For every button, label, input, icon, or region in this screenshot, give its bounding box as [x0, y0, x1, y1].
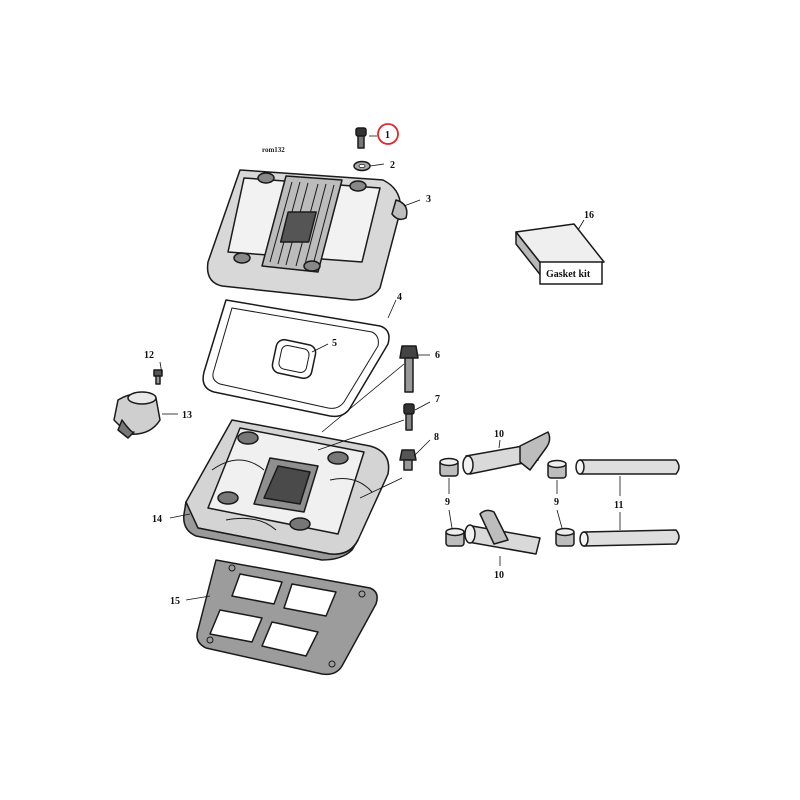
callout-2[interactable]: 2: [390, 160, 395, 171]
callout-8[interactable]: 8: [434, 432, 439, 443]
callout-15[interactable]: 15: [170, 596, 180, 607]
callout-6[interactable]: 6: [435, 350, 440, 361]
part-13-breather-cap[interactable]: [113, 391, 161, 439]
callout-11[interactable]: 11: [614, 500, 623, 511]
part-9-bushing-upper-left[interactable]: [439, 457, 459, 477]
callout-16[interactable]: 16: [584, 210, 594, 221]
leader-lines: [159, 135, 621, 601]
part-9-bushing-lower-left[interactable]: [445, 527, 465, 547]
part-7-bolt[interactable]: [403, 403, 415, 431]
part-4-cover-gasket[interactable]: [202, 299, 390, 418]
callout-10-lower[interactable]: 10: [494, 570, 504, 581]
part-11-rocker-shaft-lower[interactable]: [579, 529, 680, 547]
part-12-screw[interactable]: [153, 369, 163, 385]
gasket-kit-label: Gasket kit: [546, 269, 591, 280]
callout-9-upper-right[interactable]: 9: [554, 497, 559, 508]
part-11-rocker-shaft-upper[interactable]: [575, 459, 680, 475]
part-14-rocker-housing[interactable]: [183, 419, 390, 561]
part-2-washer[interactable]: [353, 160, 371, 172]
part-5-inner-gasket[interactable]: [271, 338, 317, 380]
callout-1[interactable]: 1: [385, 130, 390, 141]
callout-14[interactable]: 14: [152, 514, 162, 525]
callout-4[interactable]: 4: [397, 292, 402, 303]
callout-12[interactable]: 12: [144, 350, 154, 361]
part-10-rocker-arm-upper[interactable]: [462, 431, 551, 475]
callout-labels: 1 2 3 4 5 6 7 8 9 9 9 9 10 10 11 12 13 1…: [144, 130, 623, 607]
part-15-base-gasket[interactable]: [196, 559, 378, 676]
part-10-rocker-arm-lower[interactable]: [464, 509, 541, 555]
highlight-ring-callout-1: [377, 123, 399, 145]
callout-3[interactable]: 3: [426, 194, 431, 205]
callout-5[interactable]: 5: [332, 338, 337, 349]
part-9-bushing-lower-right[interactable]: [555, 527, 575, 547]
part-1-bolt[interactable]: [355, 127, 367, 149]
callout-10-upper[interactable]: 10: [494, 429, 504, 440]
callout-7[interactable]: 7: [435, 394, 440, 405]
part-8-bolt[interactable]: [399, 449, 417, 471]
part-6-long-bolt[interactable]: [399, 345, 419, 393]
reference-code: rom132: [262, 146, 285, 154]
part-3-rocker-cover[interactable]: [206, 169, 408, 301]
callout-9-upper-left[interactable]: 9: [445, 497, 450, 508]
callout-13[interactable]: 13: [182, 410, 192, 421]
part-9-bushing-upper-right[interactable]: [547, 459, 567, 479]
part-16-gasket-kit[interactable]: Gasket kit: [515, 223, 605, 285]
